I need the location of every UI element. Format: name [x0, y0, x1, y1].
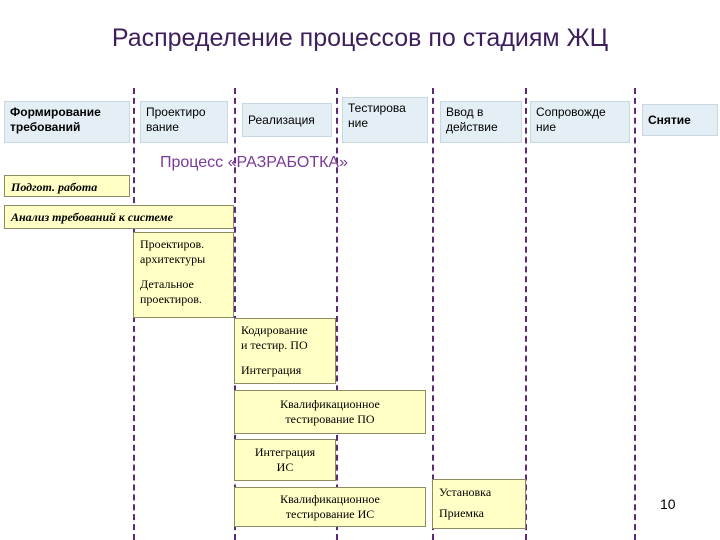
stage-label: действие — [446, 120, 498, 134]
task-label: Интеграция — [254, 445, 316, 459]
stage-label: Формирование — [10, 105, 101, 119]
task-text: Интеграция ИС — [255, 445, 315, 475]
task-coding: Кодирование и тестир. ПО Интеграция — [234, 318, 336, 384]
task-label: и тестир. ПО — [241, 338, 308, 352]
task-label: проектиров. — [140, 292, 202, 306]
task-integ-is: Интеграция ИС — [234, 439, 336, 481]
spacer — [140, 267, 227, 277]
stage-design: Проектиро вание — [140, 101, 228, 143]
stage-divider — [634, 88, 636, 540]
stage-label: ние — [348, 116, 369, 130]
stage-label: Снятие — [648, 112, 691, 127]
stage-label: ние — [536, 120, 557, 134]
stage-label: вание — [146, 120, 179, 134]
stage-label: Проектиро — [146, 105, 206, 119]
task-label: Детальное — [140, 277, 194, 291]
task-prep: Подгот. работа — [4, 175, 130, 197]
stage-maintenance: Сопровожде ние — [530, 101, 630, 143]
process-label: Процесс «РАЗРАБОТКА» — [160, 154, 348, 171]
task-label: Квалификационное — [280, 492, 380, 506]
task-label: Кодирование — [241, 323, 308, 337]
stage-retirement: Снятие — [642, 104, 718, 136]
task-text: Квалификационное тестирование ИС — [280, 492, 380, 522]
task-label: ИС — [276, 460, 294, 474]
stage-deployment: Ввод в действие — [440, 101, 522, 143]
stage-label: Ввод в — [446, 105, 484, 119]
task-analysis: Анализ требований к системе — [4, 205, 234, 229]
task-label: Приемка — [439, 506, 484, 520]
task-deploy: Установка Приемка — [432, 479, 526, 529]
task-label: Интеграция — [241, 363, 302, 377]
task-label: Квалификационное — [280, 397, 380, 411]
stage-testing: Тестирова ние — [342, 97, 428, 143]
task-label: Анализ требований к системе — [11, 210, 173, 224]
page-number: 10 — [660, 496, 676, 512]
stage-requirements: Формирование требований — [4, 101, 130, 143]
task-label: тестирование ПО — [285, 412, 375, 426]
task-design: Проектиров. архитектуры Детальное проект… — [133, 232, 234, 318]
slide-title: Распределение процессов по стадиям ЖЦ — [111, 24, 609, 52]
stage-label: требований — [10, 120, 81, 134]
task-label: Проектиров. — [140, 237, 205, 251]
task-label: тестирование ИС — [285, 507, 375, 521]
stage-divider — [234, 88, 236, 540]
stage-implementation: Реализация — [242, 103, 332, 137]
stage-label: Тестирова — [348, 101, 406, 115]
stage-divider — [525, 88, 527, 540]
task-text: Квалификационное тестирование ПО — [280, 397, 380, 427]
task-qual-sw: Квалификационное тестирование ПО — [234, 390, 426, 434]
stage-label: Сопровожде — [536, 105, 606, 119]
stage-label: Реализация — [248, 112, 315, 127]
stage-divider — [432, 88, 434, 540]
task-label: Установка — [439, 485, 492, 499]
task-label: архитектуры — [140, 252, 206, 266]
task-label: Подгот. работа — [11, 180, 98, 194]
task-qual-is: Квалификационное тестирование ИС — [234, 487, 426, 527]
stage-divider — [336, 88, 338, 540]
spacer — [241, 353, 329, 363]
